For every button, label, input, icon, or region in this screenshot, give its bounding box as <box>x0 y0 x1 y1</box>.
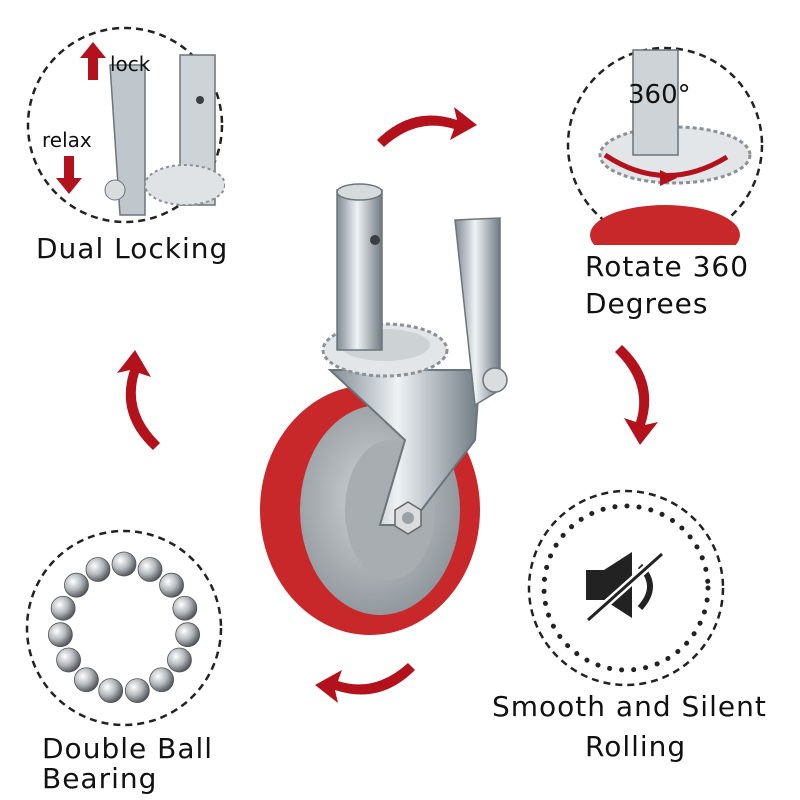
curved-arrow-left-icon <box>315 663 415 703</box>
rotate-detail-circle <box>566 46 764 245</box>
relax-down-arrow-icon <box>56 156 82 194</box>
bearing-ball <box>175 622 201 648</box>
bearing-ball <box>50 595 76 621</box>
caption-silent-line1: Smooth and Silent <box>492 690 767 723</box>
curved-arrow-right-icon <box>377 107 477 147</box>
lock-up-arrow-icon <box>80 42 106 80</box>
caster-wheel-illustration <box>260 183 508 635</box>
bearing-ball <box>111 551 137 577</box>
caption-rotate-line1: Rotate 360 <box>585 250 750 283</box>
bearing-balls <box>47 551 201 704</box>
bearing-ball <box>172 595 198 621</box>
curved-arrow-down-icon <box>615 345 658 445</box>
bearing-ball <box>167 647 192 673</box>
caption-rotate-line2: Degrees <box>585 287 709 320</box>
bearing-ball <box>47 622 73 648</box>
bearing-detail-circle <box>25 529 223 727</box>
locking-detail-circle <box>26 26 225 224</box>
bearing-ball <box>98 678 124 704</box>
bearing-ball <box>56 647 81 673</box>
caption-bearing-line1: Double Ball <box>42 732 214 765</box>
relax-label: relax <box>42 128 92 152</box>
bearing-ball <box>73 667 99 693</box>
lock-label: lock <box>110 52 151 76</box>
bearing-ball <box>85 557 111 582</box>
caption-bearing-line2: Bearing <box>42 762 158 795</box>
bearing-ball <box>149 667 175 693</box>
bearing-ball <box>159 572 184 598</box>
caption-silent-line2: Rolling <box>585 730 687 763</box>
bearing-ball <box>124 678 150 704</box>
caster-stem <box>336 189 383 351</box>
curved-arrow-up-icon <box>117 350 160 450</box>
mute-speaker-icon <box>585 551 665 623</box>
caption-dual-locking: Dual Locking <box>36 232 229 265</box>
bearing-ball <box>64 572 89 598</box>
bearing-ball <box>137 557 163 582</box>
rotate-degree-label: 360° <box>628 80 691 110</box>
